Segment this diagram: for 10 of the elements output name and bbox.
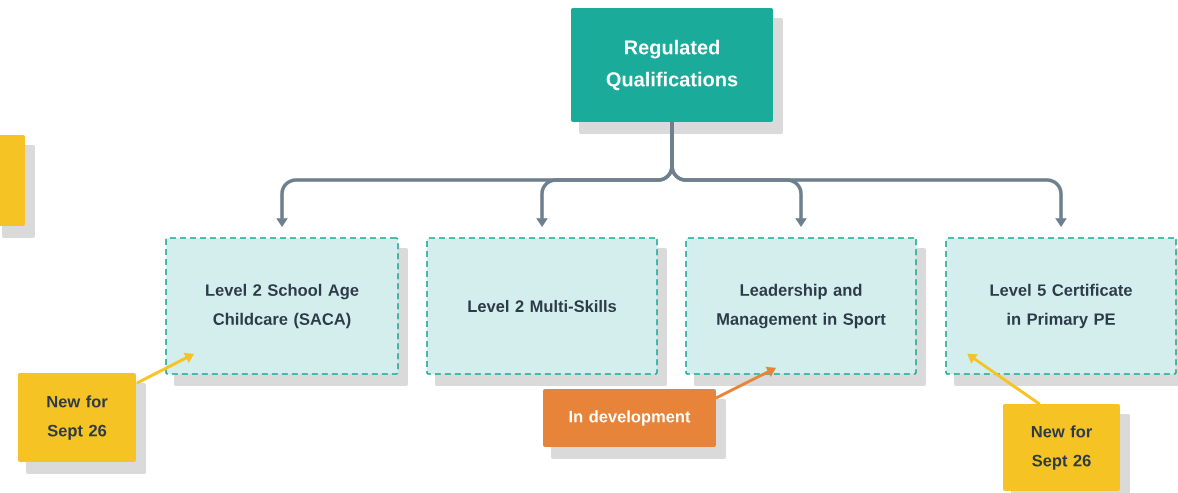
qualification-box: Level 2 Multi-Skills [426, 237, 667, 386]
qualification-box: Level 2 School Age Childcare (SACA) [165, 237, 408, 386]
note-box: New for Sept 26 [1003, 404, 1130, 493]
qualification-box: Leadership and Management in Sport [685, 237, 926, 386]
callout-arrow [967, 353, 1041, 406]
status-box: In development [543, 389, 726, 459]
qualification-box: Level 5 Certificate in Primary PE [945, 237, 1178, 386]
category-box: Regulated Qualifications [571, 8, 783, 134]
note-box: New for Sept 26 [18, 373, 146, 474]
note-box [0, 135, 35, 238]
